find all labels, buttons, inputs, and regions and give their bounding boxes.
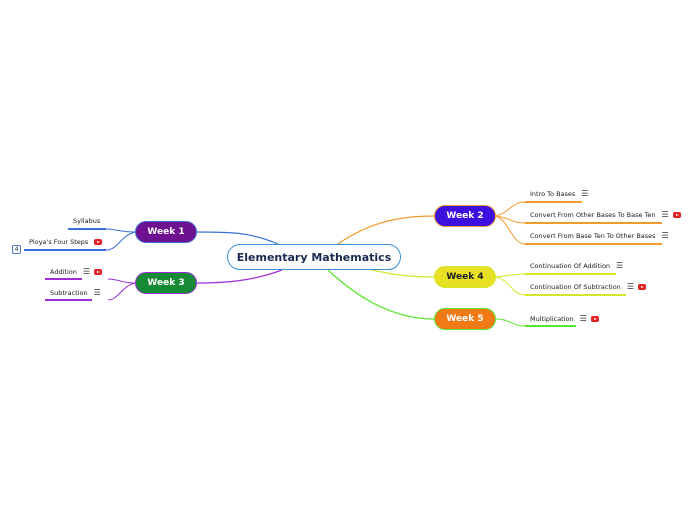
connector-week1-ploya [105,231,136,251]
note-icon[interactable]: ☰ [661,210,669,219]
leaf-label: Continuation Of Subtraction [530,283,621,291]
week-1-label: Week 1 [147,227,185,237]
leaf-ploya-four-steps[interactable]: Ploya's Four Steps [29,237,103,247]
leaf-intro-to-bases[interactable]: Intro To Bases ☰ [530,189,588,199]
connector-week3-subtraction [107,282,136,301]
note-icon[interactable]: ☰ [579,314,587,323]
note-icon[interactable]: ☰ [581,189,589,198]
connector-week2-convert-from-ten [495,215,526,245]
note-icon[interactable]: ☰ [82,267,91,276]
week-2-label: Week 2 [446,211,484,221]
leaf-label: Continuation Of Addition [530,262,611,270]
leaf-convert-from-base-ten[interactable]: Convert From Base Ten To Other Bases ☰ [530,231,669,241]
leaf-continuation-of-addition[interactable]: Continuation Of Addition ☰ [530,261,623,271]
leaf-multiplication[interactable]: Multiplication ☰ [530,314,599,324]
connector-week4-cont-addition [495,273,526,278]
week-1-node[interactable]: Week 1 [135,221,197,243]
leaf-label: Syllabus [73,217,101,225]
note-icon[interactable]: ☰ [93,288,101,297]
week-4-label: Week 4 [446,272,484,282]
collapse-toggle-label: 4 [14,246,19,253]
week-4-node[interactable]: Week 4 [434,266,496,288]
youtube-icon[interactable] [94,269,103,275]
note-icon[interactable]: ☰ [661,231,669,240]
connector-week2-convert-to-ten [495,215,526,224]
week-2-node[interactable]: Week 2 [434,205,496,227]
connector-week2-intro [495,201,526,217]
note-icon[interactable]: ☰ [626,282,634,291]
connector-week4-cont-subtraction [495,276,526,296]
connector-root-week4 [371,269,435,278]
connector-week3-addition [107,278,136,284]
leaf-syllabus[interactable]: Syllabus [73,216,100,226]
connector-root-week2 [337,215,435,245]
leaf-label: Ploya's Four Steps [29,238,89,246]
leaf-label: Subtraction [50,289,88,297]
collapse-toggle[interactable]: 4 [12,245,21,254]
leaf-label: Convert From Other Bases To Base Ten [530,211,656,219]
youtube-icon[interactable] [590,316,599,322]
central-topic[interactable]: Elementary Mathematics [227,244,401,270]
week-5-node[interactable]: Week 5 [434,308,496,330]
connector-root-week3 [196,269,283,284]
leaf-subtraction[interactable]: Subtraction ☰ [50,288,101,298]
week-5-label: Week 5 [446,314,484,324]
leaf-convert-to-base-ten[interactable]: Convert From Other Bases To Base Ten ☰ [530,210,681,220]
youtube-icon[interactable] [672,212,681,218]
connector-week1-syllabus [105,228,136,233]
leaf-continuation-of-subtraction[interactable]: Continuation Of Subtraction ☰ [530,282,646,292]
note-icon[interactable]: ☰ [616,261,624,270]
leaf-addition[interactable]: Addition ☰ [50,267,103,277]
leaf-label: Intro To Bases [530,190,576,198]
youtube-icon[interactable] [637,284,646,290]
connector-root-week5 [327,269,435,320]
week-3-node[interactable]: Week 3 [135,272,197,294]
connector-root-week1 [196,231,279,245]
youtube-icon[interactable] [94,239,103,245]
leaf-label: Multiplication [530,315,574,323]
central-topic-label: Elementary Mathematics [236,250,392,264]
week-3-label: Week 3 [147,278,185,288]
connector-week5-multiplication [495,318,526,327]
leaf-label: Convert From Base Ten To Other Bases [530,232,656,240]
leaf-label: Addition [50,268,77,276]
